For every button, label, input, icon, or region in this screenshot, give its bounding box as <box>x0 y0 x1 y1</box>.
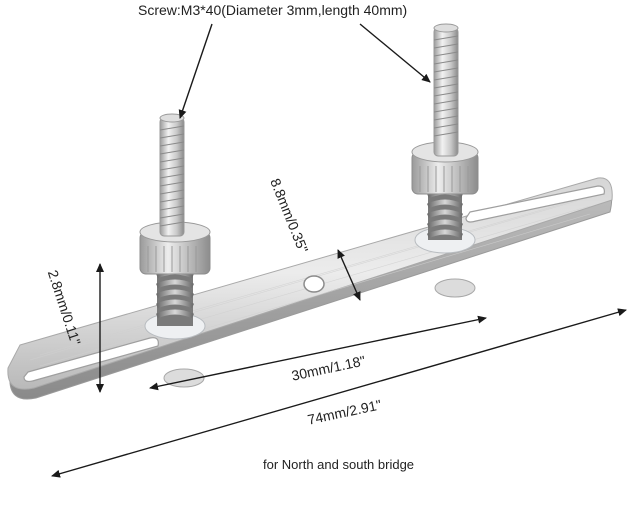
center-hole <box>303 275 325 293</box>
right-screw-assembly <box>411 23 479 298</box>
left-screw-shaft <box>159 113 185 237</box>
right-screw-shaft <box>433 23 459 157</box>
right-slot <box>465 185 605 223</box>
screw-spec-label: Screw:M3*40(Diameter 3mm,length 40mm) <box>138 2 408 18</box>
screw-leader-left <box>178 23 213 119</box>
product-caption: for North and south bridge <box>263 457 415 472</box>
left-spring <box>155 269 195 326</box>
slot-width-arrow <box>337 249 361 301</box>
dimension-arrows <box>51 23 627 478</box>
right-spring <box>426 189 464 240</box>
overall-length-arrow <box>51 308 627 478</box>
screw-leader-right <box>359 23 431 83</box>
